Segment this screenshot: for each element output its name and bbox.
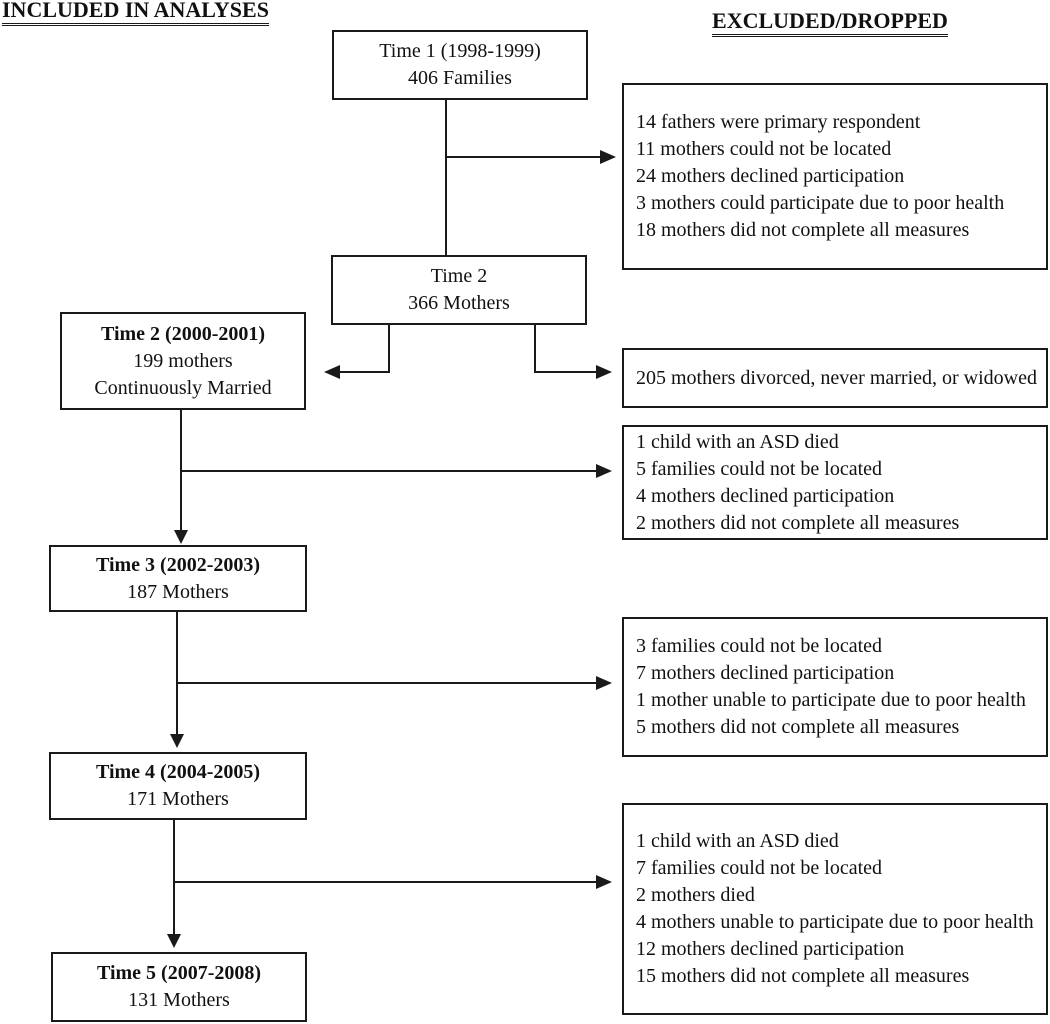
- time2-married-title: Time 2 (2000-2001): [100, 322, 266, 345]
- excluded-item: 5 families could not be located: [636, 457, 883, 480]
- time4-count: 171 Mothers: [127, 788, 229, 810]
- time5-box: Time 5 (2007-2008) 131 Mothers: [51, 952, 307, 1022]
- connector-time2-right-drop-line: [534, 325, 536, 373]
- time2-married-box: Time 2 (2000-2001) 199 mothers Continuou…: [60, 312, 306, 410]
- excluded-item: 7 mothers declined participation: [636, 662, 895, 684]
- connector-time2-left-drop-line: [388, 325, 390, 373]
- excluded-item: 12 mothers declined participation: [636, 938, 905, 960]
- connector-time1-excluded-line: [446, 156, 602, 158]
- time1-title: Time 1 (1998-1999): [379, 40, 541, 62]
- arrowhead-right-icon: [600, 150, 616, 164]
- time4-box: Time 4 (2004-2005) 171 Mothers: [49, 752, 307, 820]
- excluded-box-time2-to-time3: 1 child with an ASD died 5 families coul…: [622, 425, 1048, 540]
- excluded-box-time4-to-time5: 1 child with an ASD died 7 families coul…: [622, 803, 1048, 1015]
- time1-box: Time 1 (1998-1999) 406 Families: [332, 30, 588, 100]
- excluded-item: 4 mothers unable to participate due to p…: [636, 911, 1034, 933]
- time3-title: Time 3 (2002-2003): [95, 553, 261, 576]
- arrowhead-right-icon: [596, 875, 612, 889]
- time5-title: Time 5 (2007-2008): [96, 962, 262, 984]
- time2-center-count: 366 Mothers: [408, 292, 510, 314]
- excluded-item: 2 mothers died: [636, 884, 755, 906]
- excluded-item: 11 mothers could not be located: [636, 138, 892, 160]
- connector-time2-right-line: [536, 371, 598, 373]
- connector-time2-left-line: [340, 371, 390, 373]
- connector-time1-time2-line: [445, 100, 447, 255]
- excluded-item: 1 child with an ASD died: [636, 830, 839, 852]
- included-in-analyses-header: INCLUDED IN ANALYSES: [2, 0, 269, 26]
- time2-married-status: Continuously Married: [94, 376, 272, 399]
- excluded-item: 3 families could not be located: [636, 635, 883, 657]
- excluded-item: 18 mothers did not complete all measures: [636, 219, 970, 241]
- excluded-item: 205 mothers divorced, never married, or …: [636, 366, 1037, 389]
- arrowhead-left-icon: [324, 365, 340, 379]
- excluded-item: 3 mothers could participate due to poor …: [636, 192, 1005, 214]
- excluded-item: 14 fathers were primary respondent: [636, 111, 921, 133]
- excluded-box-time3-to-time4: 3 families could not be located 7 mother…: [622, 617, 1048, 757]
- time3-box: Time 3 (2002-2003) 187 Mothers: [49, 545, 307, 612]
- excluded-item: 1 mother unable to participate due to po…: [636, 689, 1026, 711]
- arrowhead-down-icon: [174, 530, 188, 544]
- connector-time2-excluded-line: [182, 470, 598, 472]
- time2-center-box: Time 2 366 Mothers: [331, 255, 587, 325]
- time3-count: 187 Mothers: [127, 580, 229, 603]
- excluded-item: 24 mothers declined participation: [636, 165, 905, 187]
- excluded-box-after-time1: 14 fathers were primary respondent 11 mo…: [622, 83, 1048, 270]
- time4-title: Time 4 (2004-2005): [95, 761, 261, 783]
- connector-time3-excluded-line: [178, 682, 598, 684]
- arrowhead-right-icon: [596, 676, 612, 690]
- connector-time4-time5-line: [173, 820, 175, 936]
- excluded-item: 4 mothers declined participation: [636, 484, 895, 507]
- excluded-item: 7 families could not be located: [636, 857, 883, 879]
- time2-center-title: Time 2: [430, 265, 488, 287]
- excluded-item: 15 mothers did not complete all measures: [636, 965, 970, 987]
- time2-married-count: 199 mothers: [133, 349, 233, 372]
- excluded-box-marital-status: 205 mothers divorced, never married, or …: [622, 348, 1048, 408]
- arrowhead-down-icon: [167, 934, 181, 948]
- arrowhead-right-icon: [596, 464, 612, 478]
- arrowhead-right-icon: [596, 365, 612, 379]
- excluded-item: 1 child with an ASD died: [636, 430, 839, 453]
- connector-time4-excluded-line: [175, 881, 598, 883]
- excluded-item: 5 mothers did not complete all measures: [636, 716, 960, 738]
- excluded-item: 2 mothers did not complete all measures: [636, 511, 960, 534]
- connector-time3-time4-line: [176, 612, 178, 736]
- time5-count: 131 Mothers: [128, 989, 230, 1011]
- arrowhead-down-icon: [170, 734, 184, 748]
- excluded-dropped-header: EXCLUDED/DROPPED: [660, 8, 1000, 37]
- time1-count: 406 Families: [408, 67, 512, 89]
- connector-time2-time3-line: [180, 410, 182, 532]
